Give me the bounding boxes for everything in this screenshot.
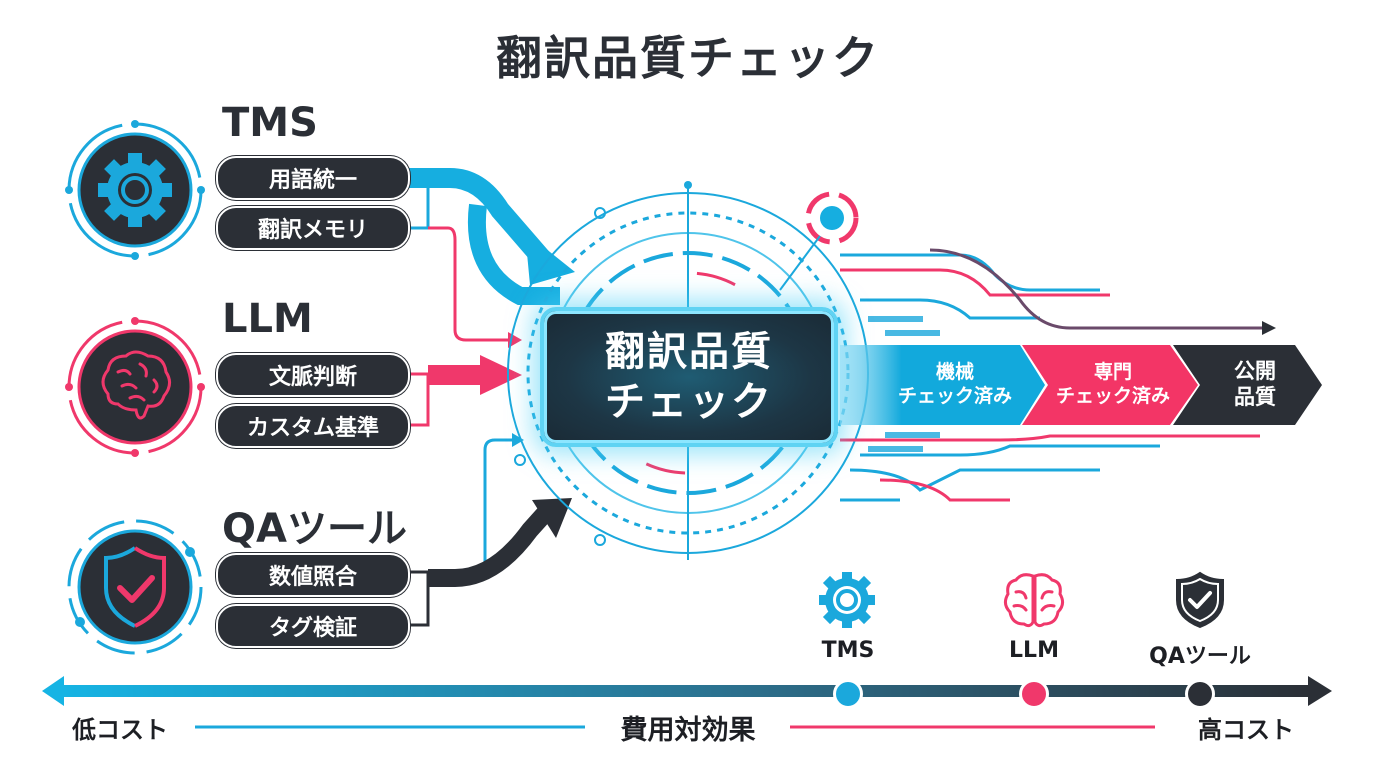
brain-icon (1003, 573, 1065, 628)
stage-publish-quality: 公開 品質 (1205, 345, 1305, 423)
qa-connectors (408, 433, 572, 627)
circuit-lines (840, 248, 1276, 502)
gear-icon (819, 572, 875, 628)
shield-check-icon (67, 519, 203, 655)
core-line-2: チェック (605, 379, 773, 425)
stage-machine-checked: 機械 チェック済み (880, 345, 1030, 423)
cost-axis (42, 676, 1332, 729)
feature-pill: タグ検証 (216, 604, 410, 648)
scale-marker-label: TMS (821, 638, 875, 663)
tool-name: LLM (222, 296, 313, 342)
page-title: 翻訳品質チェック (496, 31, 880, 85)
stage-chevrons (840, 345, 1322, 425)
scale-dot-tms (833, 679, 863, 709)
scale-marker-label: QAツール (1149, 644, 1251, 669)
stage-line-2: 品質 (1234, 385, 1276, 409)
stage-2-shape (1022, 345, 1198, 425)
shield-check-icon (1176, 571, 1224, 629)
feature-pill: 翻訳メモリ (216, 206, 410, 250)
gear-icon (65, 120, 205, 260)
stage-line-1: 公開 (1234, 359, 1276, 383)
high-cost-label: 高コスト (1198, 716, 1294, 744)
stage-line-2: チェック済み (1055, 385, 1170, 407)
stage-1-shape (840, 345, 1045, 425)
low-cost-label: 低コスト (72, 716, 168, 744)
core-quality-check-box: 翻訳品質 チェック (540, 307, 838, 447)
cost-effectiveness-label: 費用対効果 (620, 715, 756, 746)
axis-left-arrow (42, 676, 64, 706)
feature-pill: 用語統一 (216, 156, 410, 200)
stage-3-shape (1173, 345, 1322, 425)
feature-pill: 文脈判断 (216, 353, 410, 397)
scale-dot-qa (1185, 679, 1215, 709)
axis-right-arrow (1308, 676, 1332, 706)
dotted-bars (868, 316, 940, 452)
brain-icon (65, 317, 205, 457)
tool-name: QAツール (222, 506, 407, 552)
feature-pill: カスタム基準 (216, 404, 410, 448)
core-line-1: 翻訳品質 (605, 329, 773, 375)
stage-line-1: 専門 (1093, 361, 1132, 383)
feature-pill: 数値照合 (216, 553, 410, 597)
tool-name: TMS (222, 100, 318, 146)
stage-line-1: 機械 (935, 361, 974, 383)
tms-connectors (408, 168, 575, 348)
scale-dot-llm (1019, 679, 1049, 709)
stage-line-2: チェック済み (897, 385, 1012, 407)
llm-connectors (408, 355, 522, 427)
scale-marker-label: LLM (1009, 638, 1059, 663)
stage-expert-checked: 専門 チェック済み (1038, 345, 1188, 423)
